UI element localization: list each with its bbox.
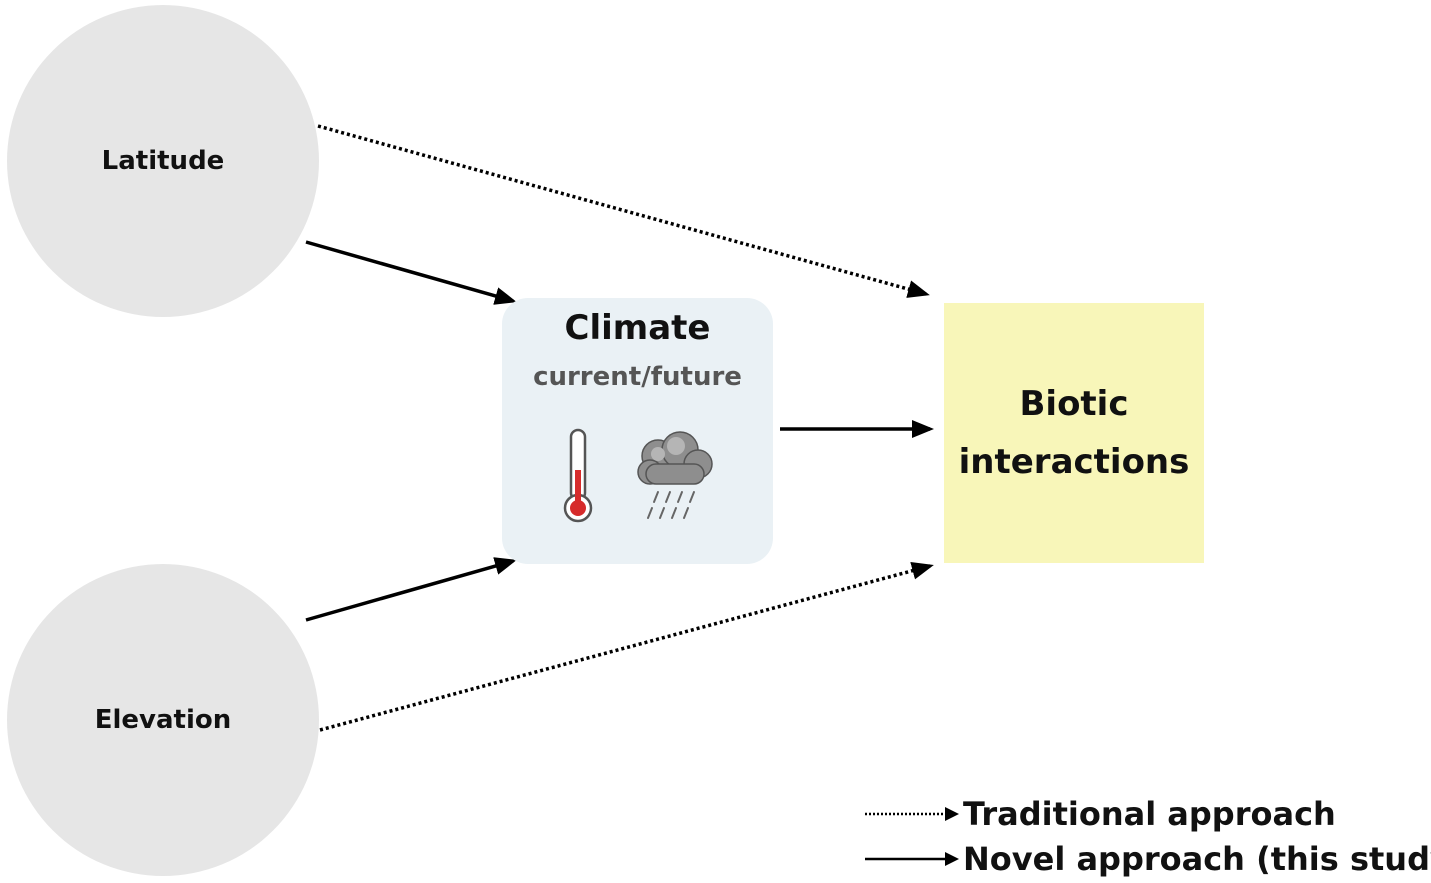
rain-cloud-icon	[637, 431, 713, 519]
biotic-label-line2: interactions	[958, 442, 1190, 482]
climate-subtitle: current/future	[533, 362, 742, 392]
latitude-node: Latitude	[7, 5, 319, 317]
legend-traditional-label: Traditional approach	[963, 795, 1336, 833]
edge-latitude-to-climate	[305, 240, 517, 305]
thermometer-icon	[563, 428, 593, 523]
legend-novel: Novel approach (this study)	[863, 837, 1431, 881]
biotic-label-line1: Biotic	[1019, 384, 1129, 424]
legend-traditional: Traditional approach	[863, 792, 1336, 836]
elevation-node: Elevation	[7, 564, 319, 876]
climate-node: Climate current/future	[502, 298, 773, 564]
climate-title: Climate	[564, 308, 711, 348]
edge-elevation-to-climate	[305, 557, 517, 622]
solid-arrow-swatch	[865, 852, 959, 866]
legend-novel-label: Novel approach (this study)	[963, 840, 1431, 878]
edge-latitude-to-biotic	[317, 124, 930, 298]
dotted-arrow-swatch	[865, 807, 959, 821]
biotic-interactions-label: Biotic interactions	[959, 375, 1190, 491]
latitude-label: Latitude	[101, 146, 225, 176]
elevation-label: Elevation	[94, 705, 232, 735]
biotic-interactions-node: Biotic interactions	[944, 303, 1204, 563]
